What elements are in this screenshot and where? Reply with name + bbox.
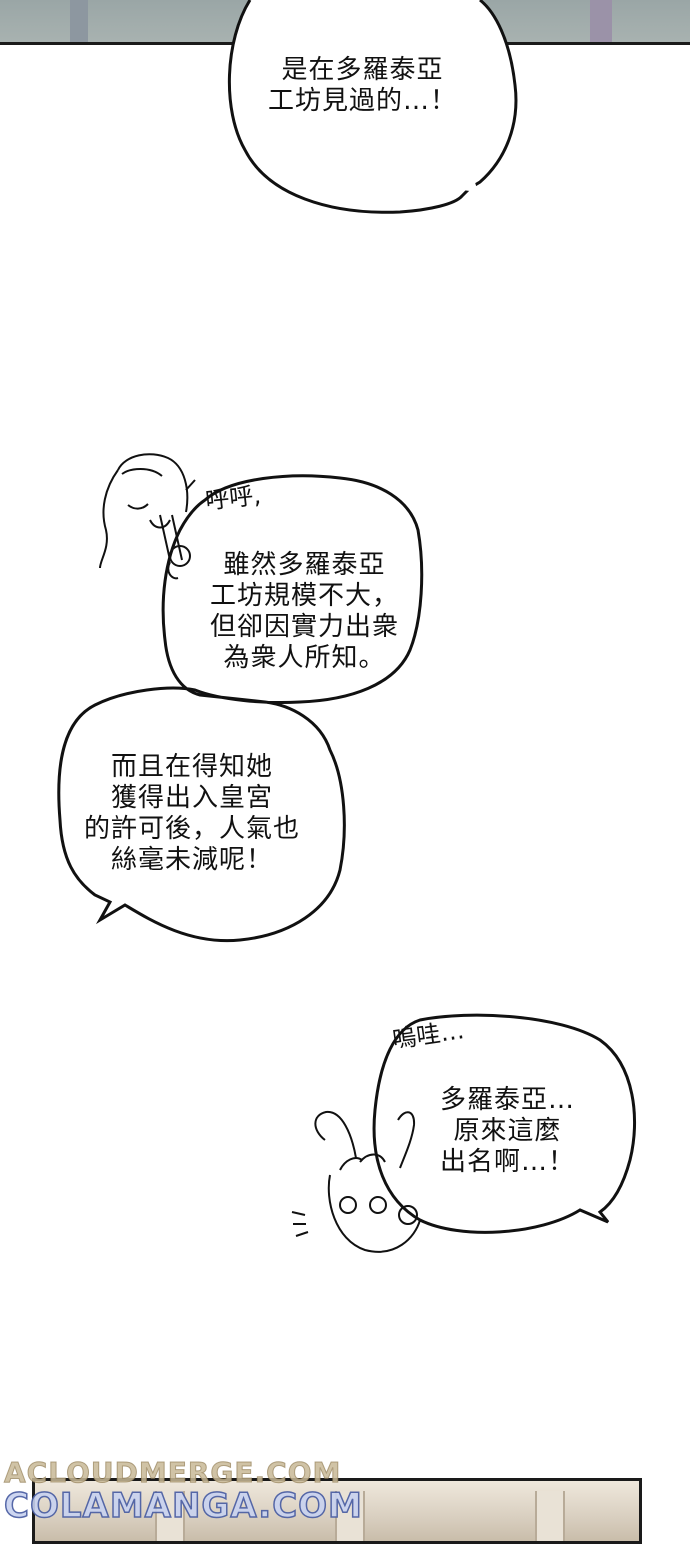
panel-stripe	[70, 0, 88, 42]
bubble-line: 獲得出入皇宮	[111, 783, 274, 813]
speech-bubble-2-3	[57, 474, 424, 943]
bubble-line: 而且在得知她	[111, 752, 274, 782]
bubble-line: 但卻因實力出衆	[210, 612, 400, 642]
bubble-line: 工坊規模不大，	[210, 581, 400, 611]
speech-bubble-4	[372, 1013, 636, 1234]
speech-bubble-3-text: 而且在得知她 獲得出入皇宮 的許可後，人氣也 絲毫未減呢！	[84, 752, 300, 876]
bubble-line: 工坊見過的…！	[268, 86, 458, 116]
character-doodle-2	[291, 1110, 421, 1253]
bubble-line: 的許可後，人氣也	[84, 814, 301, 844]
speech-bubble-2-text: 雖然多羅泰亞 工坊規模不大， 但卻因實力出衆 為衆人所知。	[210, 550, 399, 674]
character-doodle-1	[99, 453, 196, 580]
watermark-bottom: COLAMANGA.COM	[3, 1485, 363, 1527]
bubble-line: 出名啊…！	[440, 1147, 576, 1177]
bubble-line: 雖然多羅泰亞	[223, 550, 386, 580]
bubble-1-tail	[462, 160, 478, 192]
panel-stripe	[590, 0, 612, 42]
speech-bubble-1	[227, 0, 518, 214]
bubble-line: 多羅泰亞…	[440, 1085, 576, 1115]
bubble-line: 是在多羅泰亞	[281, 55, 444, 85]
bubble-line: 為衆人所知。	[223, 643, 386, 673]
watermark-top: ACLOUDMERGE.COM	[3, 1456, 342, 1490]
speech-bubble-1-text: 是在多羅泰亞 工坊見過的…！	[268, 55, 457, 117]
speech-bubble-4-text: 多羅泰亞… 原來這麼 出名啊…！	[440, 1085, 575, 1178]
sfx-breath: 呼呼,	[203, 481, 263, 515]
bubble-line: 原來這麼	[453, 1116, 562, 1146]
bubble-line: 絲毫未減呢！	[111, 845, 274, 875]
panel-column	[535, 1491, 565, 1541]
